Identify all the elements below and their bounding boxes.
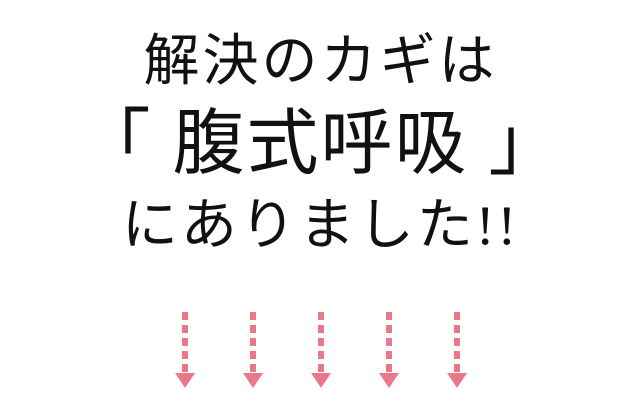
headline-line-3: にありました!! — [121, 195, 520, 257]
arrow-dashed-shaft — [317, 312, 324, 372]
arrow-head — [446, 373, 467, 388]
down-arrow-icon — [378, 312, 399, 388]
arrow-head — [378, 373, 399, 388]
headline-line-2-keyword: 「 腹式呼吸 」 — [78, 104, 563, 184]
arrow-head — [174, 373, 195, 388]
arrow-dashed-shaft — [453, 312, 460, 372]
down-arrow-icon — [242, 312, 263, 388]
arrow-head — [310, 373, 331, 388]
down-arrow-icon — [446, 312, 467, 388]
headline-line-1: 解決のカギは — [143, 31, 498, 93]
arrow-dashed-shaft — [181, 312, 188, 372]
down-arrows-row — [0, 312, 641, 388]
arrow-head — [242, 373, 263, 388]
down-arrow-icon — [310, 312, 331, 388]
down-arrow-icon — [174, 312, 195, 388]
arrow-dashed-shaft — [249, 312, 256, 372]
arrow-dashed-shaft — [385, 312, 392, 372]
